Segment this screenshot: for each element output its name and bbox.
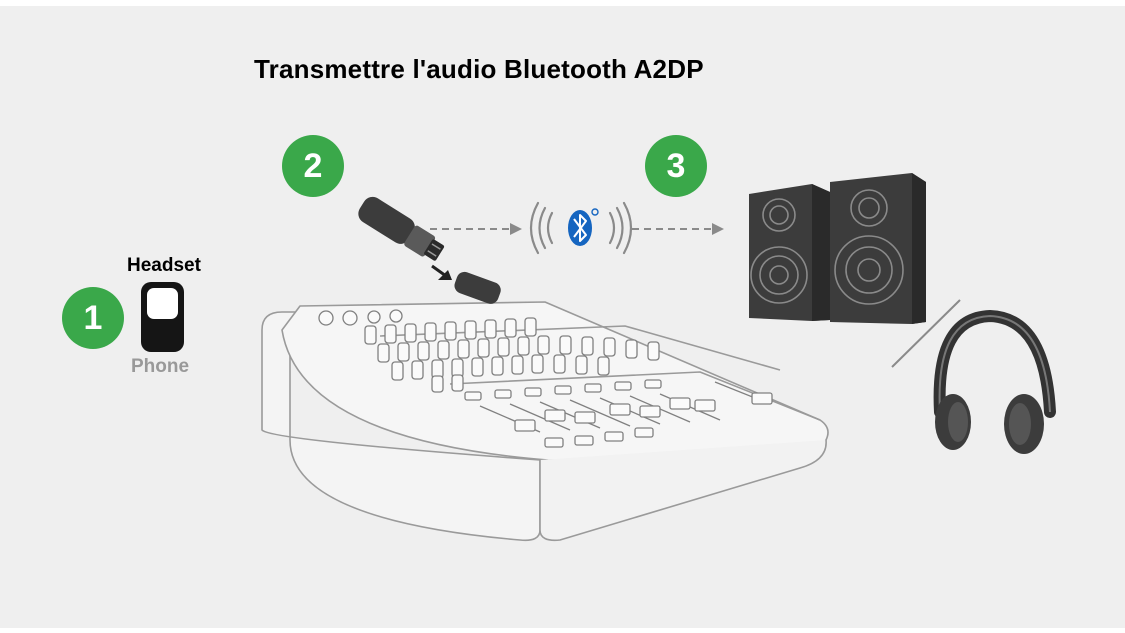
step-badge-3: 3 bbox=[645, 135, 707, 197]
step-badge-1: 1 bbox=[62, 287, 124, 349]
divider-slash bbox=[891, 299, 961, 368]
mixer-illustration bbox=[261, 301, 829, 542]
arrow-head-right bbox=[712, 223, 724, 235]
speaker-icon bbox=[749, 173, 926, 324]
bluetooth-icon bbox=[529, 201, 633, 255]
headphones-icon bbox=[933, 309, 1056, 454]
switch-knob bbox=[147, 288, 178, 319]
switch-headset-label: Headset bbox=[127, 255, 201, 276]
step-badge-2: 2 bbox=[282, 135, 344, 197]
arrow-head-left bbox=[510, 223, 522, 235]
headset-phone-switch[interactable] bbox=[141, 282, 184, 352]
diagram-title: Transmettre l'audio Bluetooth A2DP bbox=[254, 54, 704, 84]
switch-phone-label: Phone bbox=[131, 356, 190, 377]
usb-adapter-icon bbox=[358, 196, 501, 304]
